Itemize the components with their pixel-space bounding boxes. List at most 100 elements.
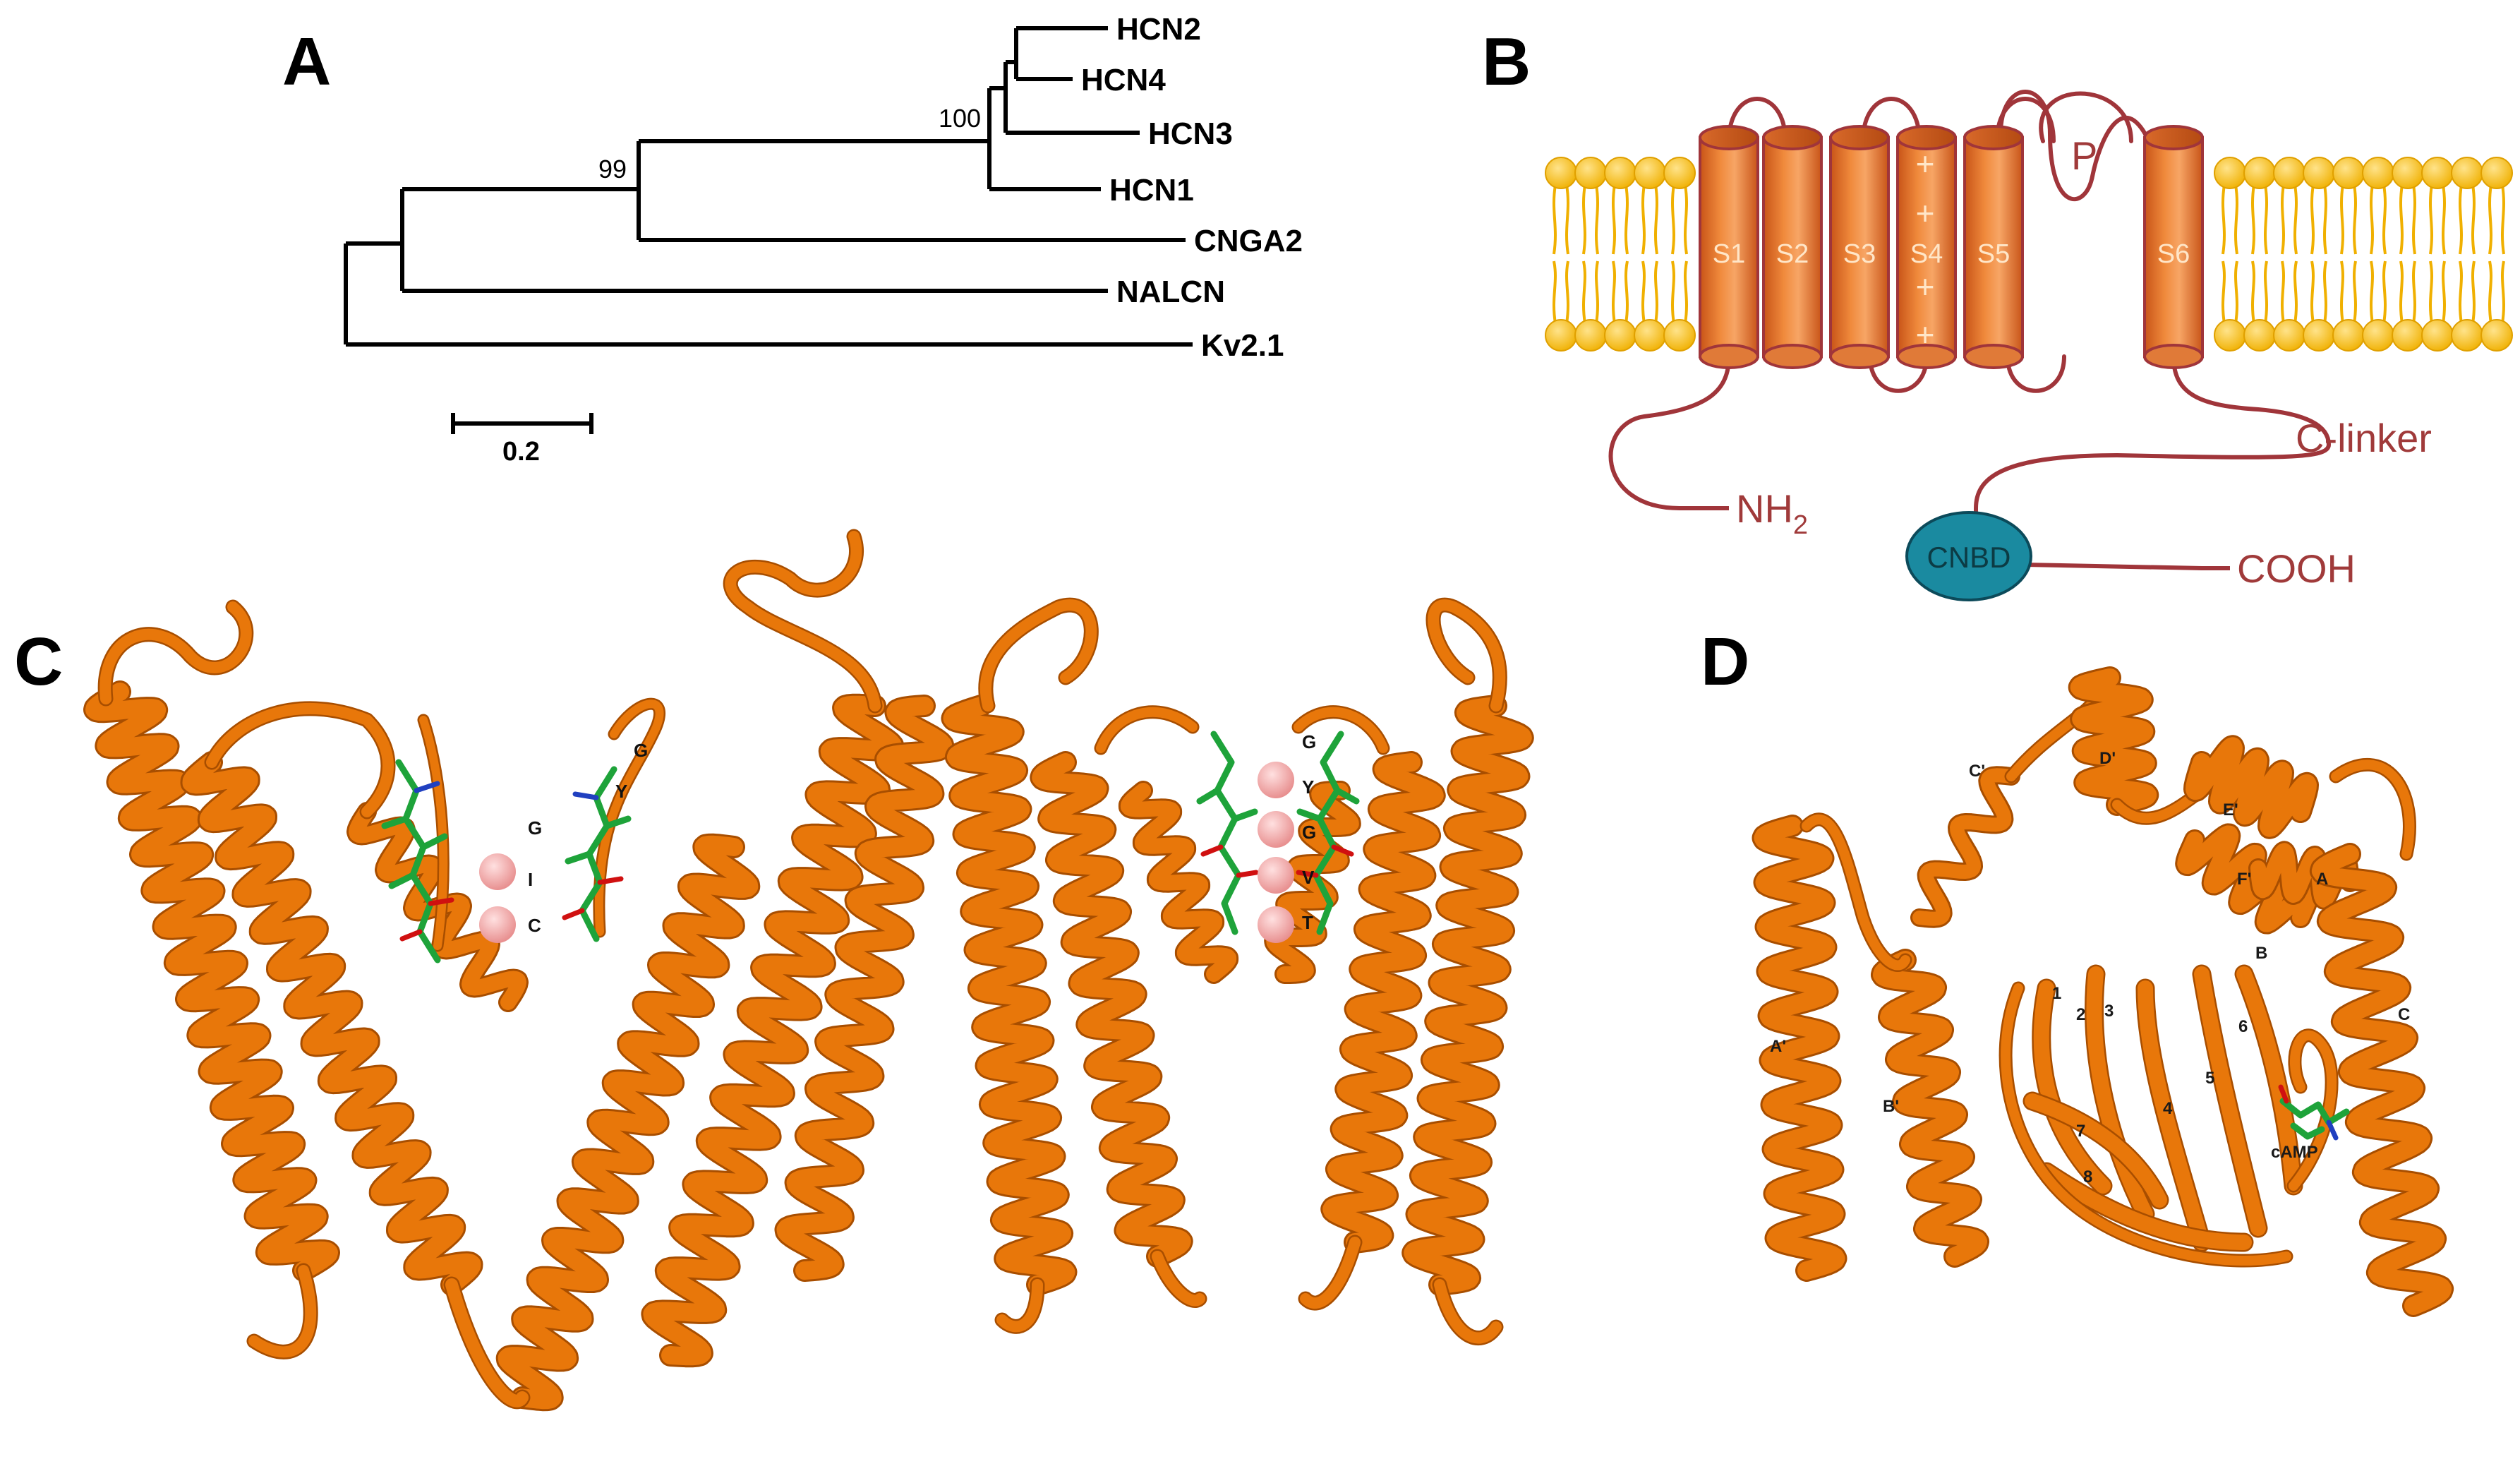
lipid-head bbox=[2273, 319, 2305, 352]
pore-structure-right bbox=[941, 597, 1534, 1345]
selectivity-filter-right: G Y G V T bbox=[1258, 731, 1316, 943]
lipid-head bbox=[2214, 319, 2246, 352]
strand-label: 8 bbox=[2083, 1167, 2092, 1187]
lipid-head bbox=[2421, 319, 2454, 352]
ion bbox=[479, 906, 516, 943]
pore-label: P bbox=[2071, 133, 2097, 178]
lipid-head bbox=[2362, 157, 2394, 189]
residue-label: G bbox=[1302, 822, 1316, 843]
tm-helix-label: S1 bbox=[1713, 239, 1745, 269]
tm-helix-s1: S1 bbox=[1699, 125, 1759, 369]
helix-label: F' bbox=[2237, 870, 2251, 889]
taxon-label: HCN3 bbox=[1148, 116, 1233, 151]
strand-label: 2 bbox=[2076, 1005, 2085, 1024]
ion bbox=[1258, 906, 1294, 943]
helix-label: E' bbox=[2223, 800, 2238, 819]
pore-structure-left bbox=[83, 529, 955, 1412]
tm-helix-s5: S5 bbox=[1963, 125, 2024, 369]
lipid-head bbox=[2451, 319, 2483, 352]
lipid-head bbox=[2303, 319, 2335, 352]
lipid-head bbox=[2480, 157, 2513, 189]
lipid-head bbox=[1545, 157, 1577, 189]
ion bbox=[1258, 857, 1294, 894]
bootstrap-value: 100 bbox=[939, 104, 981, 133]
helix-label: C' bbox=[1969, 762, 1985, 781]
strand-label: 5 bbox=[2205, 1069, 2214, 1088]
helix-label: B bbox=[2255, 944, 2267, 963]
residue-label: C bbox=[528, 915, 541, 936]
helix-label: C bbox=[2398, 1005, 2410, 1024]
ion bbox=[1258, 811, 1294, 848]
pore-loop bbox=[1998, 90, 2147, 202]
n-terminus-label: NH2 bbox=[1736, 486, 1808, 540]
lipid-head bbox=[2480, 319, 2513, 352]
lipid-head bbox=[2214, 157, 2246, 189]
lipid-head bbox=[1574, 319, 1607, 352]
cnbd-domain: CNBD bbox=[1905, 511, 2032, 601]
ligand-label: cAMP bbox=[2271, 1143, 2318, 1162]
bootstrap-value: 99 bbox=[598, 155, 627, 184]
taxon-label: Kv2.1 bbox=[1201, 328, 1284, 363]
lipid-head bbox=[2392, 319, 2424, 352]
strand-label: 7 bbox=[2076, 1122, 2085, 1141]
panel-b: B P NH2 C-linker COO bbox=[1482, 24, 2513, 601]
s4-charge: + bbox=[1916, 195, 1935, 232]
residue-label: T bbox=[1302, 912, 1313, 933]
c-linker-tail bbox=[1974, 356, 2332, 536]
tm-helix-s2: S2 bbox=[1762, 125, 1823, 369]
n-terminus-tail bbox=[1608, 356, 1731, 510]
helix-label: A' bbox=[1770, 1037, 1786, 1056]
lipid-head bbox=[2392, 157, 2424, 189]
panel-letter-c: C bbox=[14, 624, 63, 700]
c-terminus-tail bbox=[2025, 563, 2230, 570]
lipid-head bbox=[1604, 157, 1636, 189]
scale-bar: 0.2 bbox=[451, 413, 593, 467]
lipid-head bbox=[1545, 319, 1577, 352]
tm-helix-s6: S6 bbox=[2143, 125, 2204, 369]
tm-helix-s3: S3 bbox=[1829, 125, 1890, 369]
lipid-head bbox=[2421, 157, 2454, 189]
tm-helix-s4: S4 bbox=[1896, 125, 1957, 369]
residue-label: Y bbox=[615, 781, 627, 802]
camp-ligand bbox=[2278, 1084, 2350, 1141]
lipid-head bbox=[2243, 157, 2276, 189]
taxon-label: HCN4 bbox=[1081, 63, 1166, 97]
residue-label: G bbox=[634, 740, 648, 761]
scale-bar-label: 0.2 bbox=[502, 437, 540, 467]
filter-sticks bbox=[1196, 731, 1360, 935]
helix-label: B' bbox=[1883, 1097, 1899, 1116]
tm-helix-label: S6 bbox=[2157, 239, 2190, 269]
tm-helix-label: S4 bbox=[1910, 239, 1943, 269]
transmembrane-helices: S1 S2 S3 S4 S5 S6 bbox=[1699, 125, 2204, 369]
panel-letter-b: B bbox=[1482, 24, 1531, 100]
lipid-head bbox=[2332, 319, 2365, 352]
selectivity-filter-left: G Y G I C bbox=[479, 740, 648, 943]
lipid-head bbox=[1634, 319, 1666, 352]
residue-label: Y bbox=[1302, 776, 1314, 798]
strand-label: 3 bbox=[2104, 1002, 2114, 1021]
lipid-head bbox=[1574, 157, 1607, 189]
taxon-label: HCN1 bbox=[1109, 173, 1194, 208]
residue-label: V bbox=[1302, 867, 1315, 888]
lipid-head bbox=[2332, 157, 2365, 189]
helix-label: D' bbox=[2099, 749, 2116, 768]
taxon-label: CNGA2 bbox=[1194, 224, 1303, 258]
residue-label: G bbox=[528, 817, 542, 839]
s4-charge: + bbox=[1916, 268, 1935, 305]
panel-c: C G Y G I C G Y G V T bbox=[14, 529, 1534, 1412]
taxon-label: NALCN bbox=[1116, 275, 1225, 309]
lipid-head bbox=[2362, 319, 2394, 352]
cnbd-label: CNBD bbox=[1927, 541, 2010, 574]
lipid-head bbox=[1663, 157, 1696, 189]
strand-label: 4 bbox=[2163, 1099, 2173, 1118]
tm-helix-label: S5 bbox=[1977, 239, 2010, 269]
tm-helix-label: S3 bbox=[1843, 239, 1876, 269]
lipid-head bbox=[2243, 319, 2276, 352]
lipid-bilayer-left bbox=[1545, 157, 1696, 352]
phylogenetic-tree bbox=[344, 26, 1193, 347]
lipid-head bbox=[1604, 319, 1636, 352]
panel-a: A HCN2 HCN4 HCN3 HCN1 CNGA2 NAL bbox=[282, 12, 1303, 467]
lipid-bilayer-right bbox=[2214, 157, 2513, 352]
